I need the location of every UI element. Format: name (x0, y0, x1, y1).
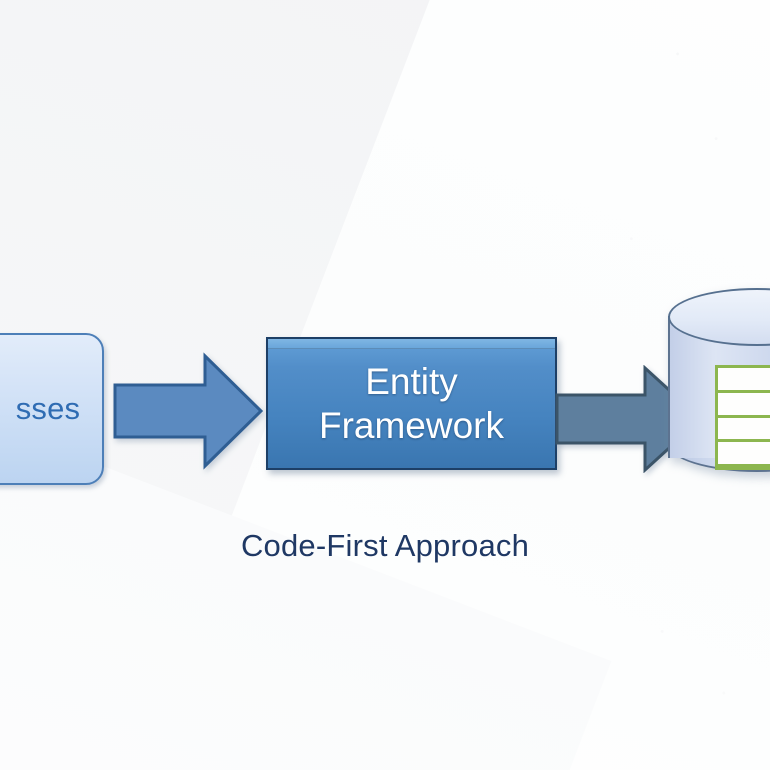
database-table-cell (718, 442, 770, 467)
classes-box: sses (0, 333, 104, 485)
database-table-cell (718, 417, 770, 443)
arrow-classes-to-ef-icon (113, 352, 263, 470)
database-table-cell (718, 368, 770, 393)
entity-framework-label: Entity Framework (318, 360, 505, 446)
entity-framework-box: Entity Framework (266, 337, 557, 470)
classes-box-label: sses (15, 391, 81, 426)
database-table-cell (718, 392, 770, 418)
database-table-grid (715, 365, 770, 470)
diagram-caption: Code-First Approach (240, 528, 530, 563)
database-cylinder-icon (668, 288, 770, 486)
